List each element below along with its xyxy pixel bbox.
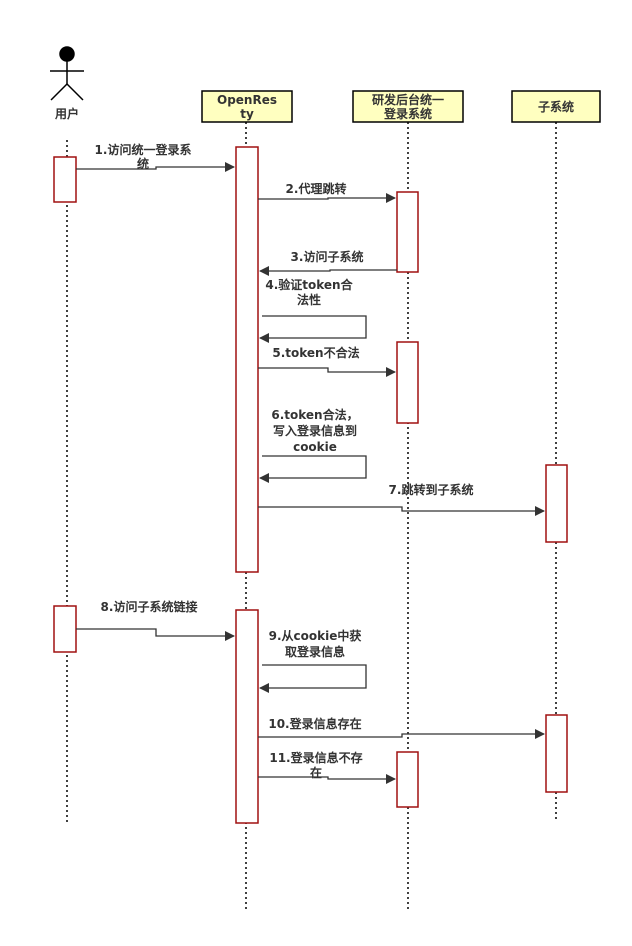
activation-backend-3 [396,751,419,808]
activation-openresty-1 [235,146,259,573]
message-9-arrow [259,664,367,693]
message-6-label-line3: cookie [293,440,337,454]
participant-openresty: OpenRes ty [201,90,293,123]
participant-backend-line1: 研发后台统一 [372,92,444,107]
message-6-arrow [259,455,367,483]
message-11-arrow [258,774,396,784]
message-arrows [76,162,545,784]
message-7-arrow [258,506,545,516]
message-3-label: 3.访问子系统 [291,249,364,264]
message-4-arrow [259,315,367,343]
participant-backend-line2: 登录系统 [383,106,432,121]
message-6-label-line2: 写入登录信息到 [273,423,357,438]
message-7-label: 7.跳转到子系统 [389,482,474,497]
user-actor-icon [50,46,84,101]
activation-user-2 [53,605,77,653]
message-9-label-line2: 取登录信息 [285,644,345,659]
message-8-arrow [76,628,235,641]
participant-openresty-line1: OpenRes [217,93,277,107]
message-4-label-line1: 4.验证token合 [265,277,353,292]
participant-user-label: 用户 [54,106,79,121]
message-5-label: 5.token不合法 [272,345,359,360]
participant-subsystem-label: 子系统 [538,99,574,114]
activation-subsystem-2 [545,714,568,793]
message-11-label-line2: 在 [310,765,322,780]
activation-user-1 [53,156,77,203]
message-9-label-line1: 9.从cookie中获 [269,628,362,643]
message-10-label: 10.登录信息存在 [268,716,361,731]
message-2-arrow [258,193,396,203]
activation-backend-1 [396,191,419,273]
participant-openresty-line2: ty [240,107,254,121]
participant-backend: 研发后台统一 登录系统 [352,90,464,123]
message-2-label: 2.代理跳转 [286,181,347,196]
message-10-arrow [258,729,545,739]
message-labels: 1.访问统一登录系 统 2.代理跳转 3.访问子系统 4.验证token合 法性… [95,142,474,780]
activation-backend-2 [396,341,419,424]
message-1-label-line2: 统 [137,156,149,171]
activations [53,146,568,824]
activation-subsystem-1 [545,464,568,543]
message-8-label: 8.访问子系统链接 [101,599,198,614]
activation-openresty-2 [235,609,259,824]
message-5-arrow [258,367,396,377]
message-1-label-line1: 1.访问统一登录系 [95,142,192,157]
message-4-label-line2: 法性 [297,292,321,307]
message-6-label-line1: 6.token合法， [271,407,358,422]
message-11-label-line1: 11.登录信息不存 [269,750,362,765]
participant-subsystem: 子系统 [511,90,601,123]
lifelines [66,122,557,912]
message-1-arrow [76,162,235,172]
message-3-arrow [259,266,397,276]
